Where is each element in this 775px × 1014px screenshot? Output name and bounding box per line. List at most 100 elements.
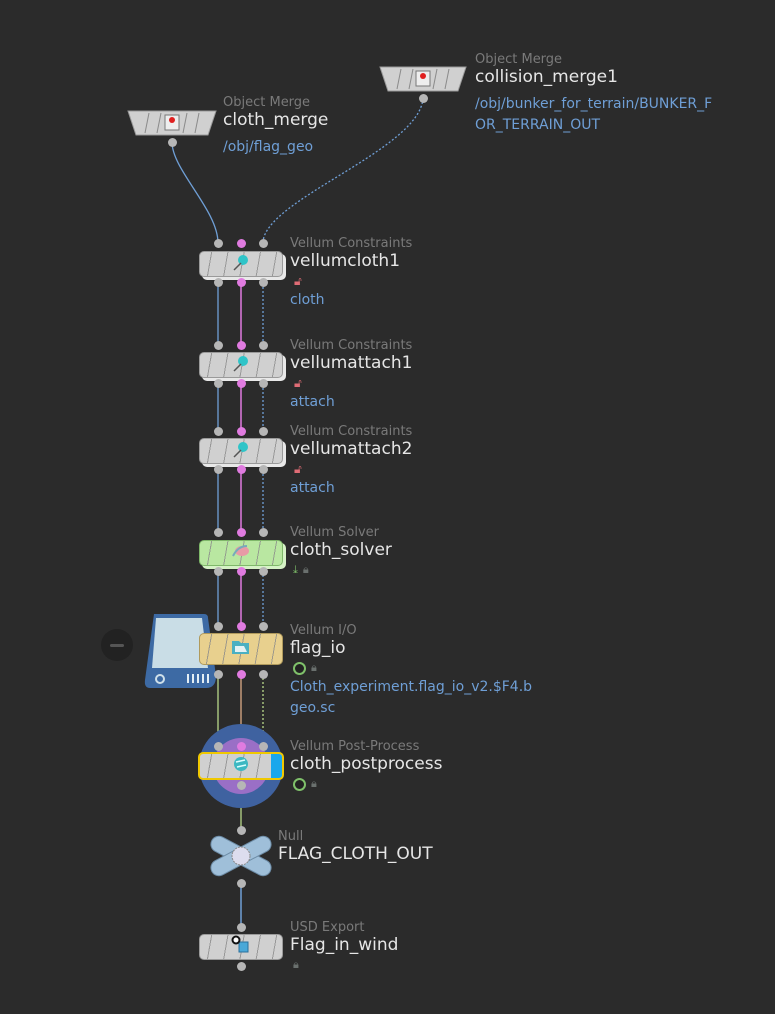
input-connector[interactable]	[214, 528, 223, 537]
usd-export-icon	[231, 935, 251, 959]
output-connector[interactable]	[237, 962, 246, 971]
pushpin-icon	[231, 252, 251, 276]
unlocked-icon[interactable]: 🔓︎	[294, 273, 302, 288]
node-body[interactable]	[199, 352, 283, 378]
vellum-postprocess-icon	[231, 754, 251, 778]
wire-cloth-merge	[171, 141, 219, 244]
output-connector[interactable]	[237, 379, 246, 388]
node-info: cloth	[290, 292, 325, 308]
node-type: Object Merge	[475, 52, 563, 67]
pushpin-icon	[231, 353, 251, 377]
node-name[interactable]: Flag_in_wind	[290, 935, 399, 955]
input-connector[interactable]	[237, 341, 246, 350]
output-connector[interactable]	[168, 138, 177, 147]
node-flags: 🔒︎	[290, 661, 532, 675]
output-connector[interactable]	[237, 879, 246, 888]
output-connector[interactable]	[214, 278, 223, 287]
input-connector[interactable]	[214, 742, 223, 751]
node-info-line2: OR_TERRAIN_OUT	[475, 117, 601, 133]
input-connector[interactable]	[259, 427, 268, 436]
node-type: Vellum I/O	[290, 623, 357, 638]
clock-icon[interactable]	[293, 777, 306, 791]
output-connector[interactable]	[214, 670, 223, 679]
output-connector[interactable]	[419, 94, 428, 103]
node-flags: 🔒︎	[290, 777, 442, 791]
input-connector[interactable]	[259, 528, 268, 537]
bypass-toggle-button[interactable]	[101, 629, 133, 661]
node-body[interactable]	[199, 540, 283, 566]
node-flags: 🔓︎	[290, 274, 412, 288]
node-type: Vellum Constraints	[290, 236, 413, 251]
unlocked-icon[interactable]: 🔓︎	[294, 375, 302, 390]
input-connector[interactable]	[259, 239, 268, 248]
node-flags: 🔓︎	[290, 462, 412, 476]
null-icon[interactable]	[210, 834, 272, 878]
node-flags: ⤓ 🔒︎	[290, 563, 392, 577]
object-merge-node-shape[interactable]	[127, 110, 217, 136]
clock-icon[interactable]	[293, 661, 306, 675]
output-connector[interactable]	[214, 567, 223, 576]
node-info-line1: Cloth_experiment.flag_io_v2.$F4.b	[290, 679, 533, 695]
node-body[interactable]	[199, 934, 283, 960]
input-connector[interactable]	[237, 742, 246, 751]
node-body[interactable]	[199, 438, 283, 464]
output-connector[interactable]	[259, 379, 268, 388]
node-info-line1: /obj/bunker_for_terrain/BUNKER_F	[475, 96, 713, 112]
unlocked-icon[interactable]: 🔓︎	[294, 461, 302, 476]
display-flag[interactable]	[271, 754, 282, 778]
node-name[interactable]: flag_io	[290, 638, 346, 658]
wire-stack-4	[217, 571, 264, 626]
node-body[interactable]	[199, 633, 283, 665]
lock-icon[interactable]: 🔒︎	[311, 777, 317, 790]
node-name[interactable]: vellumattach1	[290, 353, 413, 373]
input-connector[interactable]	[214, 427, 223, 436]
input-connector[interactable]	[214, 239, 223, 248]
input-connector[interactable]	[259, 341, 268, 350]
output-connector[interactable]	[214, 465, 223, 474]
input-connector[interactable]	[237, 622, 246, 631]
output-connector[interactable]	[214, 379, 223, 388]
output-connector[interactable]	[237, 567, 246, 576]
input-connector[interactable]	[237, 528, 246, 537]
input-connector[interactable]	[237, 239, 246, 248]
input-connector[interactable]	[259, 742, 268, 751]
lock-icon[interactable]: 🔒︎	[311, 661, 317, 674]
output-connector[interactable]	[237, 781, 246, 790]
input-connector[interactable]	[237, 826, 246, 835]
node-info: /obj/flag_geo	[223, 139, 314, 155]
node-body[interactable]	[199, 251, 283, 277]
node-info-line2: geo.sc	[290, 700, 336, 716]
node-info: attach	[290, 394, 335, 410]
node-name[interactable]: collision_merge1	[475, 67, 618, 87]
wire-collision-merge	[262, 97, 424, 244]
node-name[interactable]: cloth_postprocess	[290, 754, 443, 774]
node-name[interactable]: vellumattach2	[290, 439, 413, 459]
input-connector[interactable]	[214, 341, 223, 350]
node-type: Null	[278, 829, 304, 844]
node-type: Vellum Constraints	[290, 338, 413, 353]
output-connector[interactable]	[237, 278, 246, 287]
output-connector[interactable]	[259, 465, 268, 474]
node-name[interactable]: cloth_merge	[223, 110, 329, 130]
lock-icon[interactable]: 🔒︎	[293, 958, 299, 971]
output-connector[interactable]	[259, 567, 268, 576]
download-icon[interactable]: ⤓	[293, 563, 298, 576]
wire-stack-3	[217, 470, 264, 532]
input-connector[interactable]	[237, 923, 246, 932]
object-merge-node-shape[interactable]	[379, 66, 467, 92]
output-connector[interactable]	[259, 670, 268, 679]
lock-icon[interactable]: 🔒︎	[302, 563, 309, 576]
node-flags: 🔓︎	[290, 376, 412, 390]
node-body[interactable]	[198, 752, 284, 780]
output-connector[interactable]	[237, 670, 246, 679]
output-connector[interactable]	[237, 465, 246, 474]
output-connector[interactable]	[259, 278, 268, 287]
node-type: Object Merge	[223, 95, 311, 110]
node-name[interactable]: FLAG_CLOTH_OUT	[278, 844, 433, 864]
input-connector[interactable]	[237, 427, 246, 436]
node-name[interactable]: vellumcloth1	[290, 251, 401, 271]
input-connector[interactable]	[259, 622, 268, 631]
node-info: attach	[290, 480, 335, 496]
input-connector[interactable]	[214, 622, 223, 631]
node-name[interactable]: cloth_solver	[290, 540, 392, 560]
